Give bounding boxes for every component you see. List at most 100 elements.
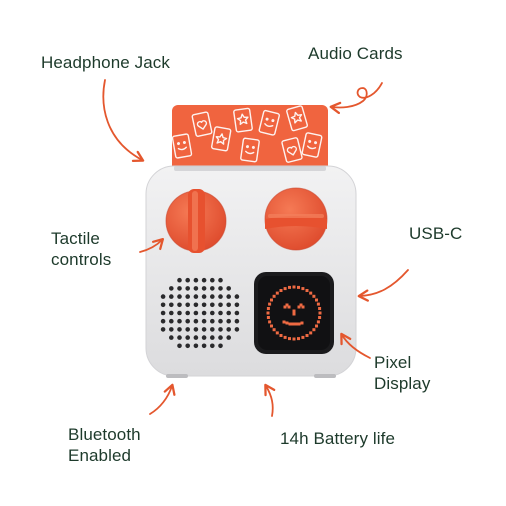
grille-hole xyxy=(160,294,166,299)
display-pixel xyxy=(270,298,273,302)
grille-hole xyxy=(234,318,240,324)
grille-hole xyxy=(193,335,199,340)
grille-hole xyxy=(160,327,166,332)
card-motif-smiley-icon xyxy=(171,133,193,159)
grille-hole xyxy=(201,277,207,283)
grille-hole xyxy=(193,318,199,324)
grille-hole xyxy=(201,327,207,332)
display-pixel xyxy=(315,298,318,302)
display-pixel xyxy=(275,291,279,295)
card-motif-heart-icon xyxy=(281,137,303,163)
display-pixel xyxy=(266,311,270,315)
left-knob[interactable] xyxy=(165,189,227,253)
display-pixel xyxy=(294,322,298,326)
display-pixel xyxy=(292,312,296,316)
grille-hole xyxy=(210,294,215,299)
grille-hole xyxy=(218,343,223,349)
display-pixel xyxy=(272,294,276,298)
grille-hole xyxy=(226,318,231,324)
display-pixel xyxy=(301,335,305,339)
grille-hole xyxy=(193,343,199,349)
grille-hole xyxy=(193,286,199,291)
display-pixel xyxy=(270,324,273,328)
display-pixel xyxy=(316,320,320,324)
display-pixel xyxy=(275,331,279,335)
grille-hole xyxy=(226,286,231,291)
grille-hole xyxy=(218,302,223,308)
grille-hole xyxy=(185,310,190,316)
display-pixel xyxy=(282,320,286,324)
display-pixel xyxy=(292,285,296,289)
grille-hole xyxy=(201,286,207,291)
grille-hole xyxy=(210,335,215,340)
display-pixel xyxy=(283,287,287,291)
display-pixel xyxy=(297,322,301,326)
grille-hole xyxy=(193,277,199,283)
grille-hole xyxy=(169,294,174,299)
display-pixel xyxy=(268,302,272,306)
display-pixel xyxy=(283,305,287,309)
grille-hole xyxy=(169,318,174,324)
grille-hole xyxy=(185,335,190,340)
grille-hole xyxy=(160,310,166,316)
display-pixel xyxy=(297,305,301,309)
pixel-display xyxy=(254,272,334,354)
grille-hole xyxy=(169,310,174,316)
grille-hole xyxy=(201,318,207,324)
display-pixel xyxy=(266,316,270,319)
display-pixel xyxy=(292,309,296,313)
display-pixel xyxy=(316,302,320,306)
label-audio-cards: Audio Cards xyxy=(308,44,403,63)
label-pixel-display: Pixel Display xyxy=(374,353,431,393)
arrow-tactile-controls xyxy=(139,237,165,253)
label-battery-life: 14h Battery life xyxy=(280,429,395,448)
audio-card xyxy=(171,105,328,185)
grille-hole xyxy=(185,327,190,332)
grille-hole xyxy=(218,286,223,291)
display-pixel xyxy=(312,328,316,332)
display-pixel xyxy=(291,322,295,326)
grille-hole xyxy=(210,277,215,283)
arrow-usb-c xyxy=(357,269,409,302)
grille-hole xyxy=(177,277,182,283)
display-pixel xyxy=(272,328,276,332)
display-pixel xyxy=(283,335,287,339)
grille-hole xyxy=(226,294,231,299)
grille-hole xyxy=(201,335,207,340)
display-pixel xyxy=(309,291,313,295)
display-pixel xyxy=(305,334,309,337)
grille-hole xyxy=(177,294,182,299)
label-bluetooth: Bluetooth Enabled xyxy=(68,425,141,465)
arrow-battery xyxy=(264,383,276,417)
card-motif-heart-icon xyxy=(191,111,213,137)
grille-hole xyxy=(210,318,215,324)
arrow-audio-cards xyxy=(329,82,383,115)
grille-hole xyxy=(160,302,166,308)
grille-hole xyxy=(226,335,231,340)
grille-hole xyxy=(201,294,207,299)
card-motif-star-icon xyxy=(286,105,308,132)
display-pixel xyxy=(312,294,316,298)
display-pixel xyxy=(318,316,322,319)
grille-hole xyxy=(226,327,231,332)
grille-hole xyxy=(234,327,240,332)
display-pixel xyxy=(266,307,270,310)
grille-hole xyxy=(218,335,223,340)
right-knob[interactable] xyxy=(264,187,328,251)
display-pixel xyxy=(315,324,318,328)
grille-hole xyxy=(193,294,199,299)
display-pixel xyxy=(288,322,292,326)
grille-hole xyxy=(218,294,223,299)
grille-hole xyxy=(234,294,240,299)
grille-hole xyxy=(177,343,182,349)
display-pixel xyxy=(285,321,289,325)
card-motif-smiley-icon xyxy=(240,137,260,163)
label-headphone-jack: Headphone Jack xyxy=(41,53,170,72)
display-pixel xyxy=(287,305,291,309)
grille-hole xyxy=(201,310,207,316)
label-usb-c: USB-C xyxy=(409,224,463,243)
grille-hole xyxy=(177,310,182,316)
grille-hole xyxy=(210,286,215,291)
grille-hole xyxy=(210,343,215,349)
